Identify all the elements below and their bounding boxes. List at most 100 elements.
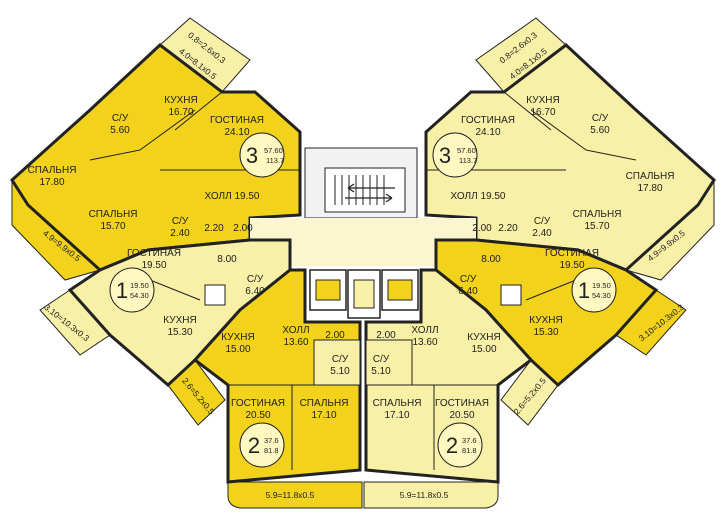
room-label: КУХНЯ (467, 332, 500, 343)
room-area: 8.00 (217, 254, 237, 265)
room-area: 6.40 (458, 286, 478, 297)
svg-text:37.6: 37.6 (264, 436, 279, 445)
svg-text:113.7: 113.7 (266, 156, 284, 165)
svg-text:37.6: 37.6 (462, 436, 477, 445)
room-label: СПАЛЬНЯ (300, 398, 349, 409)
svg-text:113.7: 113.7 (459, 156, 477, 165)
room-area: 17.80 (39, 177, 64, 188)
room-area: 13.60 (412, 337, 437, 348)
apartment-badges: 3 57.60 113.7 3 57.60 113.7 1 19.50 54.3… (109, 132, 617, 468)
room-label: С/У (172, 216, 189, 227)
room-area: 2.00 (325, 330, 345, 341)
apartment-number: 1 (116, 278, 128, 303)
room-area: 19.50 (141, 260, 166, 271)
room-area: 15.00 (225, 344, 250, 355)
room-area: 16.70 (168, 107, 193, 118)
room-area: 24.10 (475, 127, 500, 138)
room-label: ХОЛЛ 19.50 (205, 191, 260, 202)
room-label: ГОСТИНАЯ (435, 398, 489, 409)
room-area: 17.10 (311, 410, 336, 421)
room-label: СПАЛЬНЯ (28, 165, 77, 176)
apartment-2-left (192, 268, 362, 484)
room-label: ХОЛЛ (282, 325, 309, 336)
room-area: 2.20 (498, 223, 518, 234)
balconies (11, 17, 715, 509)
svg-text:57.60: 57.60 (264, 146, 283, 155)
balcony-bottom-1 (227, 481, 363, 509)
room-label: СПАЛЬНЯ (626, 171, 675, 182)
apartment-number: 3 (246, 143, 258, 168)
room-area: 2.20 (204, 223, 224, 234)
room-label: С/У (534, 216, 551, 227)
room-label: ГОСТИНАЯ (545, 248, 599, 259)
room-area: 2.00 (472, 223, 492, 234)
room-label: СПАЛЬНЯ (573, 209, 622, 220)
room-area: 15.00 (471, 344, 496, 355)
elevator-shafts (309, 269, 419, 319)
room-label: С/У (247, 274, 264, 285)
room-area: 5.10 (330, 366, 350, 377)
room-area: 13.60 (283, 337, 308, 348)
room-label: С/У (373, 354, 390, 365)
room-label: С/У (460, 274, 477, 285)
room-label: СПАЛЬНЯ (373, 398, 422, 409)
room-area: 16.70 (530, 107, 555, 118)
room-area: 19.50 (559, 260, 584, 271)
balcony-bottom-2 (363, 481, 499, 509)
room-label: ГОСТИНАЯ (231, 398, 285, 409)
apartment-2-right (364, 268, 534, 484)
room-label: ХОЛЛ (411, 325, 438, 336)
room-area: 5.10 (371, 366, 391, 377)
room-label: КУХНЯ (529, 315, 562, 326)
room-label: КУХНЯ (163, 315, 196, 326)
svg-text:57.60: 57.60 (457, 146, 476, 155)
room-labels: КУХНЯ 16.70 С/У 5.60 ГОСТИНАЯ 24.10 СПАЛ… (28, 95, 675, 421)
stair-core (304, 147, 418, 219)
room-label: С/У (332, 354, 349, 365)
room-area: 15.30 (167, 327, 192, 338)
room-label: ГОСТИНАЯ (461, 115, 515, 126)
apartment-number: 2 (248, 433, 260, 458)
room-area: 2.00 (233, 223, 253, 234)
svg-text:19.50: 19.50 (592, 281, 611, 290)
badge-1-left (109, 267, 155, 313)
room-area: 5.60 (110, 125, 130, 136)
room-label: ГОСТИНАЯ (127, 248, 181, 259)
apartment-number: 2 (446, 433, 458, 458)
room-area: 15.70 (584, 221, 609, 232)
svg-text:54.30: 54.30 (130, 291, 149, 300)
room-label: СПАЛЬНЯ (89, 209, 138, 220)
room-label: КУХНЯ (164, 95, 197, 106)
apartment-number: 3 (439, 143, 451, 168)
svg-text:54.30: 54.30 (592, 291, 611, 300)
room-label: ХОЛЛ 19.50 (451, 191, 506, 202)
badge-2-right (437, 422, 483, 468)
room-area: 24.10 (224, 127, 249, 138)
badge-1-right (571, 267, 617, 313)
svg-text:81.8: 81.8 (264, 446, 279, 455)
room-label: С/У (592, 113, 609, 124)
room-label: С/У (112, 113, 129, 124)
room-area: 17.10 (384, 410, 409, 421)
room-area: 2.40 (532, 228, 552, 239)
room-area: 2.00 (376, 330, 396, 341)
svg-text:81.8: 81.8 (462, 446, 477, 455)
room-area: 15.70 (100, 221, 125, 232)
room-label: КУХНЯ (526, 95, 559, 106)
room-area: 20.50 (449, 410, 474, 421)
dimension-label: 5.9=11.8x0.5 (400, 490, 449, 500)
svg-text:19.50: 19.50 (130, 281, 149, 290)
apartment-number: 1 (578, 278, 590, 303)
room-area: 20.50 (245, 410, 270, 421)
room-area: 15.30 (533, 327, 558, 338)
dimension-label: 5.9=11.8x0.5 (266, 490, 315, 500)
room-label: КУХНЯ (221, 332, 254, 343)
room-area: 17.80 (637, 183, 662, 194)
badge-3-left (239, 132, 285, 178)
room-area: 8.00 (481, 254, 501, 265)
badge-2-left (239, 422, 285, 468)
room-area: 6.40 (245, 286, 265, 297)
room-area: 2.40 (170, 228, 190, 239)
room-label: ГОСТИНАЯ (210, 115, 264, 126)
